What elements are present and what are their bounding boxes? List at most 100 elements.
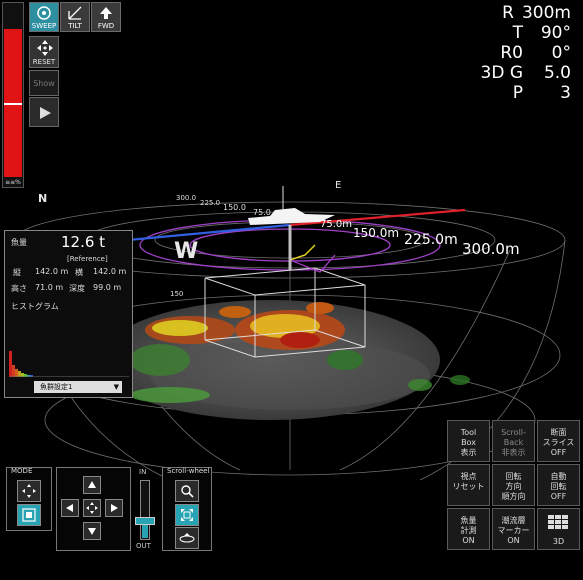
gain-label: ≡≡%: [5, 179, 21, 186]
length-label: 横: [75, 268, 83, 277]
range-label-75: 75.0m: [320, 219, 353, 230]
tilt-value: 90°: [540, 23, 571, 43]
range-label-300: 300.0m: [462, 240, 520, 258]
move-icon: [86, 502, 98, 514]
fish-amount: 12.6 t: [61, 233, 106, 251]
tilt-label: TILT: [68, 22, 82, 30]
compass-north: N: [38, 192, 48, 205]
mode-zoom-button[interactable]: [17, 504, 41, 526]
view-3d-button[interactable]: 3D: [537, 508, 580, 550]
range-label-back-75: 75.0: [253, 208, 271, 217]
range-label-225: 225.0m: [404, 232, 458, 248]
compass-west: W: [174, 239, 199, 264]
scroll-wheel-title: Scroll-wheel: [167, 467, 210, 475]
arrow-up-icon: [100, 7, 112, 19]
scrollback-toggle-button[interactable]: Scroll- Back 非表示: [492, 420, 535, 462]
scroll-tilt-button[interactable]: [175, 527, 199, 549]
range-value: 300m: [521, 3, 571, 23]
width-label: 縦: [13, 268, 21, 277]
direction-pad: [56, 467, 131, 551]
rotation-key: R0: [500, 43, 523, 63]
fish-preset-select[interactable]: 魚群設定1 ▼: [34, 381, 122, 393]
gain3d-key: 3D G: [480, 63, 523, 83]
depth-value: 99.0 m: [93, 283, 122, 292]
preset-key: P: [512, 83, 523, 103]
length-value: 142.0 m: [93, 267, 127, 276]
reference-label: [Reference]: [67, 255, 108, 263]
current-marker-button[interactable]: 潮流層 マーカー ON: [492, 508, 535, 550]
magnifier-icon: [181, 485, 194, 498]
play-icon: [40, 107, 51, 119]
arrow-down-icon: [88, 528, 96, 535]
fish-calc-button[interactable]: 魚量 計測 ON: [447, 508, 490, 550]
height-label: 高さ: [11, 284, 27, 293]
gain3d-value: 5.0: [543, 63, 571, 83]
sweep-icon: [37, 6, 51, 20]
range-label-left: 150: [170, 290, 184, 298]
histogram-label: ヒストグラム: [11, 302, 59, 311]
show-button[interactable]: Show: [29, 70, 59, 96]
view-reset-button[interactable]: 視点 リセット: [447, 464, 490, 506]
scroll-zoom-button[interactable]: [175, 480, 199, 502]
zoom-in-label: IN: [139, 468, 147, 476]
depth-label: 深度: [69, 284, 85, 293]
compass-east: E: [335, 180, 342, 191]
pan-left-button[interactable]: [61, 499, 79, 517]
arrow-up-icon: [88, 481, 96, 488]
mode-move-button[interactable]: [17, 480, 41, 502]
sweep-button[interactable]: SWEEP: [29, 2, 59, 32]
range-label-back-150: 150.0: [223, 203, 246, 212]
echo-returns: [130, 302, 470, 403]
arrow-left-icon: [66, 504, 73, 512]
scroll-box-button[interactable]: [175, 504, 199, 526]
pan-up-button[interactable]: [83, 476, 101, 494]
heading-line-red: [289, 208, 466, 227]
range-label-back-225: 225.0: [200, 199, 221, 207]
auto-rotate-button[interactable]: 自動 回転 OFF: [537, 464, 580, 506]
zoom-slider-fill: [142, 518, 148, 538]
zoom-slider-thumb[interactable]: [135, 517, 155, 525]
zoom-box-icon: [22, 508, 36, 522]
pan-down-button[interactable]: [83, 522, 101, 540]
current-marker: [289, 244, 316, 261]
range-label-back-300: 300.0: [176, 194, 197, 202]
reset-button[interactable]: RESET: [29, 36, 59, 68]
rotation-direction-button[interactable]: 回転 方向 順方向: [492, 464, 535, 506]
tilt-view-icon: [179, 533, 195, 543]
rotation-value: 0°: [551, 43, 571, 63]
gain-level-bar[interactable]: ≡≡%: [2, 2, 24, 188]
fwd-label: FWD: [97, 22, 115, 30]
width-value: 142.0 m: [35, 267, 69, 276]
arrow-right-icon: [111, 504, 118, 512]
range-label-150: 150.0m: [353, 226, 400, 240]
move-icon: [22, 484, 36, 498]
mode-title: MODE: [11, 467, 33, 475]
zoom-slider[interactable]: [140, 480, 150, 540]
fwd-button[interactable]: FWD: [91, 2, 121, 32]
slice-toggle-button[interactable]: 断面 スライス OFF: [537, 420, 580, 462]
tilt-button[interactable]: TILT: [60, 2, 90, 32]
sweep-label: SWEEP: [31, 22, 57, 30]
fish-title: 魚量: [11, 238, 27, 247]
gain-marker[interactable]: [4, 102, 22, 105]
mode-group: MODE: [6, 467, 52, 531]
histogram-chart: [9, 351, 129, 377]
pan-right-button[interactable]: [105, 499, 123, 517]
pan-center-button[interactable]: [83, 499, 101, 517]
play-button[interactable]: [29, 97, 59, 127]
toolbox-toggle-button[interactable]: Tool Box 表示: [447, 420, 490, 462]
chevron-down-icon: ▼: [113, 383, 119, 391]
current-marker-2: [289, 254, 336, 273]
scroll-wheel-group: Scroll-wheel: [162, 467, 212, 551]
reset-label: RESET: [32, 58, 56, 66]
height-value: 71.0 m: [35, 283, 64, 292]
preset-value: 3: [560, 83, 571, 103]
fish-quantity-panel: 魚量 12.6 t [Reference] 縦 142.0 m 横 142.0 …: [4, 230, 133, 398]
box-expand-icon: [181, 509, 193, 521]
fish-measure-box: [204, 267, 366, 358]
move-icon: [37, 40, 53, 56]
range-key: R: [502, 3, 514, 23]
tilt-icon: [68, 6, 82, 20]
